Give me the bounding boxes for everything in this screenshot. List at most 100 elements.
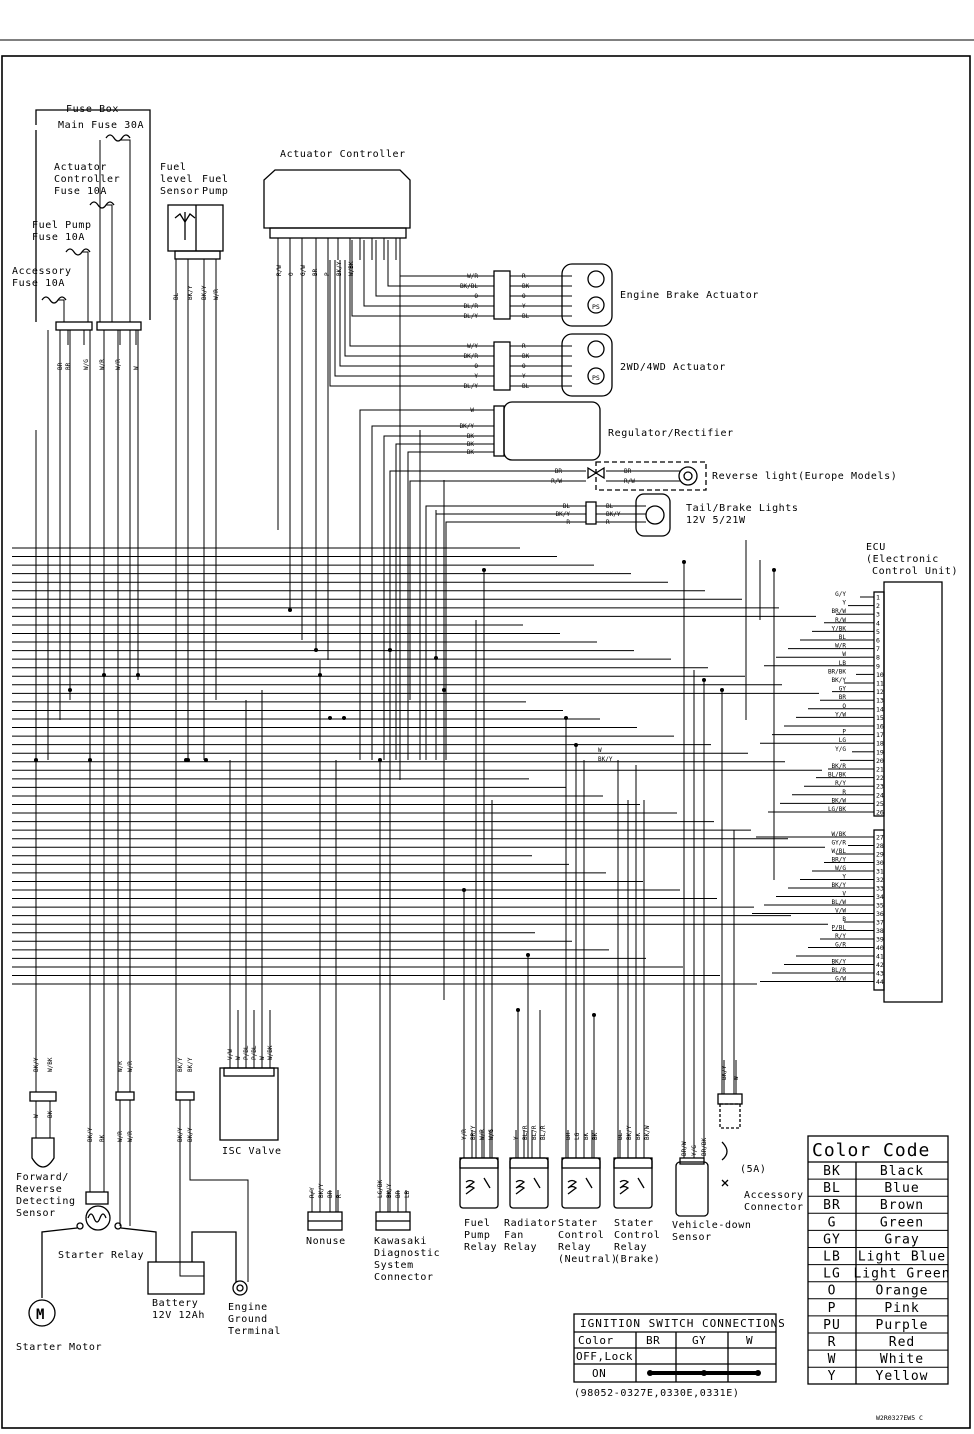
wire-color-label: W/R — [467, 273, 478, 280]
ecu-pin-wire-color: R/W — [835, 617, 846, 624]
wire-color-label: BK — [467, 441, 475, 448]
wire-color-label: O — [288, 272, 295, 276]
wire-color-label: R — [522, 273, 526, 280]
starter-motor-label: Starter Motor — [16, 1342, 102, 1353]
wire-color-label: G/W — [300, 265, 307, 276]
tail-brake-label-2: 12V 5/21W — [686, 515, 746, 526]
ignition-header-br: BR — [646, 1334, 660, 1347]
ecu-pin-number: 22 — [876, 774, 884, 782]
wire-color-label: BK/Y — [187, 285, 194, 300]
wire-color-label: BR/W — [681, 1141, 688, 1156]
wire-color-label: Y — [522, 373, 526, 380]
ecu-pin-number: 33 — [876, 885, 884, 893]
color-code-abbr: BL — [823, 1181, 841, 1196]
ecu-pin-number: 8 — [876, 654, 880, 662]
kds-label-3: System — [374, 1260, 414, 1271]
forward-reverse-label-4: Sensor — [16, 1208, 56, 1219]
ecu-pin-labels: 1G/Y2Y3BR/W4R/W5Y/BK6BL7W/R8W9LB10BR/BK1… — [828, 591, 884, 986]
tail-brake-label-1: Tail/Brake Lights — [686, 503, 799, 514]
wire-color-label: BL/R — [464, 303, 479, 310]
color-code-abbr: R — [828, 1335, 837, 1350]
ecu-pin-wire-color: BL/R — [832, 967, 847, 974]
wd-actuator-label: 2WD/4WD Actuator — [620, 362, 726, 373]
color-code-abbr: G — [828, 1215, 837, 1230]
ecu-pin-wire-color: LB — [839, 660, 847, 667]
color-code-abbr: LB — [823, 1250, 841, 1265]
battery-label-1: Battery — [152, 1298, 198, 1309]
ecu-pin-wire-color: BK/Y — [832, 882, 847, 889]
ecu-pin-wire-color: W/G — [835, 865, 846, 872]
wire-color-label: BK/Y — [318, 1183, 325, 1198]
stater-brake-label-1: Stater — [614, 1218, 654, 1229]
engine-ground-label-3: Terminal — [228, 1326, 281, 1337]
ecu-pin-wire-color: R — [842, 789, 846, 796]
stater-neutral-label-3: Relay — [558, 1242, 591, 1253]
color-code-name: Light Blue — [858, 1250, 946, 1265]
color-code-abbr: BR — [823, 1198, 841, 1213]
color-code-name: Gray — [884, 1232, 919, 1247]
color-code-abbr: GY — [823, 1232, 841, 1247]
wire-color-label: BL/Y — [464, 313, 479, 320]
fuel-pump-relay-label-2: Pump — [464, 1230, 490, 1241]
ecu-pin-wire-color: P/BL — [832, 925, 847, 932]
ecu-pin-wire-color: BR/W — [832, 608, 847, 615]
ecu-pin-number: 24 — [876, 791, 884, 799]
color-code-abbr: BK — [823, 1164, 841, 1179]
wire-color-label: BK — [583, 1132, 590, 1140]
ecu-pin-number: 23 — [876, 783, 884, 791]
ecu-pin-wire-color: BR/Y — [832, 857, 847, 864]
wire-color-label: BL — [617, 1132, 624, 1140]
wire-color-label: W — [733, 1076, 740, 1080]
wire-color-label: W/R — [127, 1061, 134, 1072]
wire-color-label: BL — [563, 503, 571, 510]
ecu-pin-number: 27 — [876, 834, 884, 842]
ecu-pin-number: 30 — [876, 859, 884, 867]
wire-color-label: W/R — [117, 1131, 124, 1142]
ignition-row-off: OFF,Lock — [576, 1350, 633, 1363]
wire-color-label: BL/Y — [464, 383, 479, 390]
wire-color-label: R/W — [624, 478, 635, 485]
ecu-pin-number: 31 — [876, 868, 884, 876]
wire-color-label: O — [474, 363, 478, 370]
ecu-pin-wire-color: BL/BK — [828, 772, 846, 779]
ecu-pin-number: 10 — [876, 671, 884, 679]
ignition-header-w: W — [746, 1334, 753, 1347]
wire-color-label: W/R — [115, 359, 122, 370]
wire-color-label: O — [522, 363, 526, 370]
ecu-pin-number: 4 — [876, 619, 880, 627]
color-code-name: Light Green — [853, 1267, 950, 1282]
accessory-connector-label-1: Accessory — [744, 1190, 804, 1201]
wire-color-label: BK/BL — [460, 283, 478, 290]
ecu-pin-number: 5 — [876, 628, 880, 636]
wire-color-label: BK — [635, 1132, 642, 1140]
fuel-pump-fuse-label-1: Fuel Pump — [32, 220, 92, 231]
wire-color-label: Y/R — [461, 1129, 468, 1140]
wire-color-label: W/Y — [467, 343, 478, 350]
kds-label-4: Connector — [374, 1272, 434, 1283]
ecu-label-2: (Electronic — [866, 554, 939, 565]
wire-color-label: BK/R — [464, 353, 479, 360]
ecu-pin-number: 9 — [876, 662, 880, 670]
wire-color-label: W/R — [99, 359, 106, 370]
isc-valve-label: ISC Valve — [222, 1146, 282, 1157]
ecu-pin-number: 28 — [876, 842, 884, 850]
ps-label: PS — [592, 303, 600, 311]
wire-color-label: W/BK — [47, 1057, 54, 1072]
fuse-box-label: Fuse Box — [66, 104, 119, 115]
wire-color-label: LG/BK — [377, 1180, 384, 1198]
wire-color-label: BR/BK — [701, 1138, 708, 1156]
forward-reverse-label-2: Reverse — [16, 1184, 62, 1195]
fuel-level-label-1: Fuel — [160, 162, 186, 173]
vehicle-down-label-2: Sensor — [672, 1232, 712, 1243]
ecu-pin-number: 44 — [876, 978, 884, 986]
color-code-name: Pink — [884, 1301, 919, 1316]
wire-color-label: W/R — [213, 289, 220, 300]
wire-color-label: BL — [173, 292, 180, 300]
ecu-pin-number: 26 — [876, 809, 884, 817]
kds-label-1: Kawasaki — [374, 1236, 427, 1247]
starter-relay-label: Starter Relay — [58, 1250, 144, 1261]
engine-ground-label-2: Ground — [228, 1314, 268, 1325]
wire-color-label: BK/Y — [556, 511, 571, 518]
fuel-pump-label-2: Pump — [202, 186, 228, 197]
